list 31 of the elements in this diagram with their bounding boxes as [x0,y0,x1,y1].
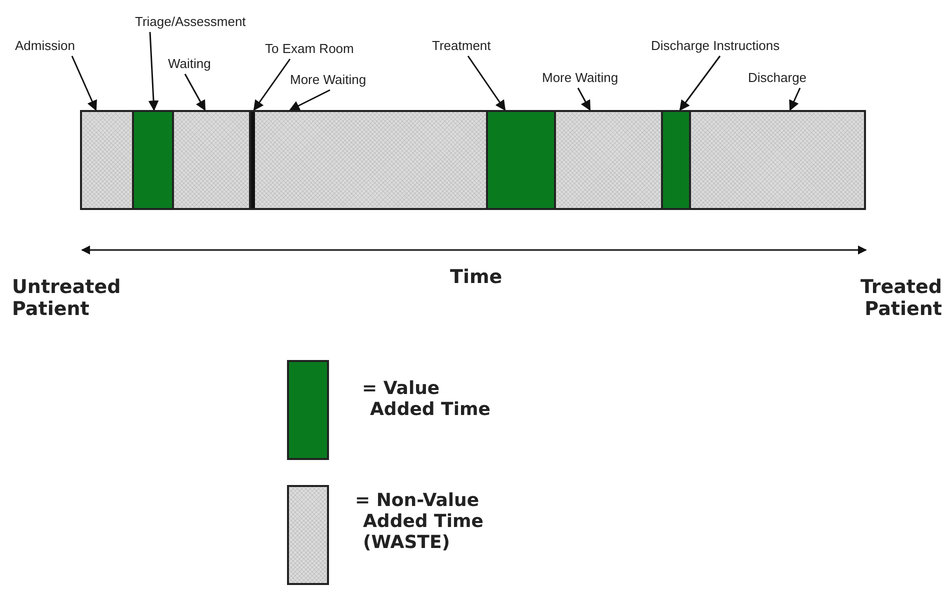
leader-arrow [253,58,291,111]
leader-arrow [289,89,330,111]
leader-arrow [467,56,506,111]
time-segment [80,110,134,210]
callout-label: To Exam Room [265,41,354,56]
time-segment [255,110,488,210]
time-segment [174,110,251,210]
leader-arrow [148,32,159,112]
callout-label: Waiting [168,56,211,71]
end-label: Untreated Patient [12,276,122,320]
legend-label: = Non-Value Added Time (WASTE) [355,490,484,553]
legend-label: = Value Added Time [362,378,492,420]
leader-arrow [71,56,97,111]
leader-arrow [679,56,721,111]
callout-label: Discharge Instructions [651,38,780,53]
time-segment [134,110,174,210]
leader-arrow [789,88,801,111]
callout-label: Discharge [748,70,807,85]
callout-label: Treatment [432,38,491,53]
time-segment [691,110,866,210]
callout-label: Admission [15,38,75,53]
time-segment [663,110,691,210]
leader-arrow [184,74,206,111]
end-label: Treated Patient [859,276,942,320]
callout-label: More Waiting [542,70,618,85]
time-segment [488,110,556,210]
callout-label: Triage/Assessment [135,14,246,29]
callout-label: More Waiting [290,72,366,87]
axis-label: Time [450,266,502,288]
time-segment [556,110,663,210]
leader-arrow [577,88,591,111]
